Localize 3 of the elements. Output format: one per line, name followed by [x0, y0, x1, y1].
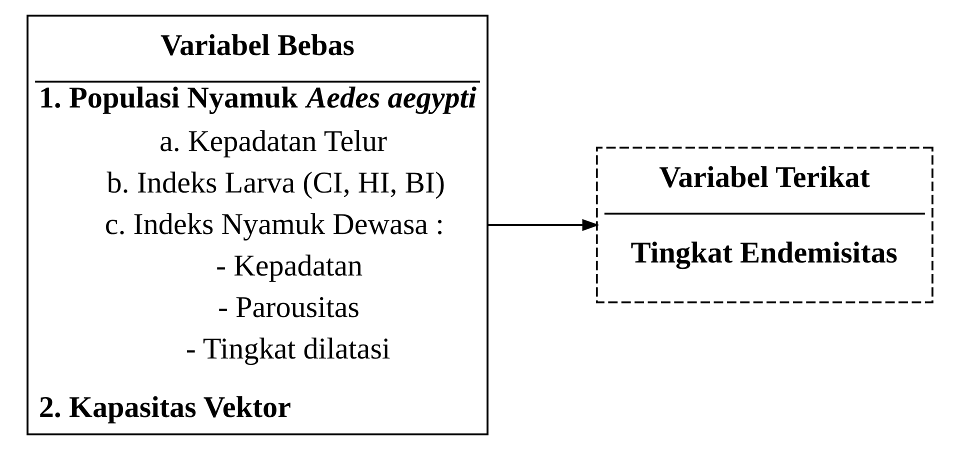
node-box: Variabel Bebas 1. Populasi Nyamuk Aedes aegypti a. Kepadatan Telur b. Indeks Larva (CI, HI, BI) c. Indeks Nyamuk Dewasa : - Kepadatan - Parousitas - Tingkat dilatasi 2. Kapasitas Vektor — [26, 14, 488, 436]
node-box: Variabel Terikat Tingkat Endemisitas — [596, 146, 934, 304]
arrow — [488, 219, 600, 231]
